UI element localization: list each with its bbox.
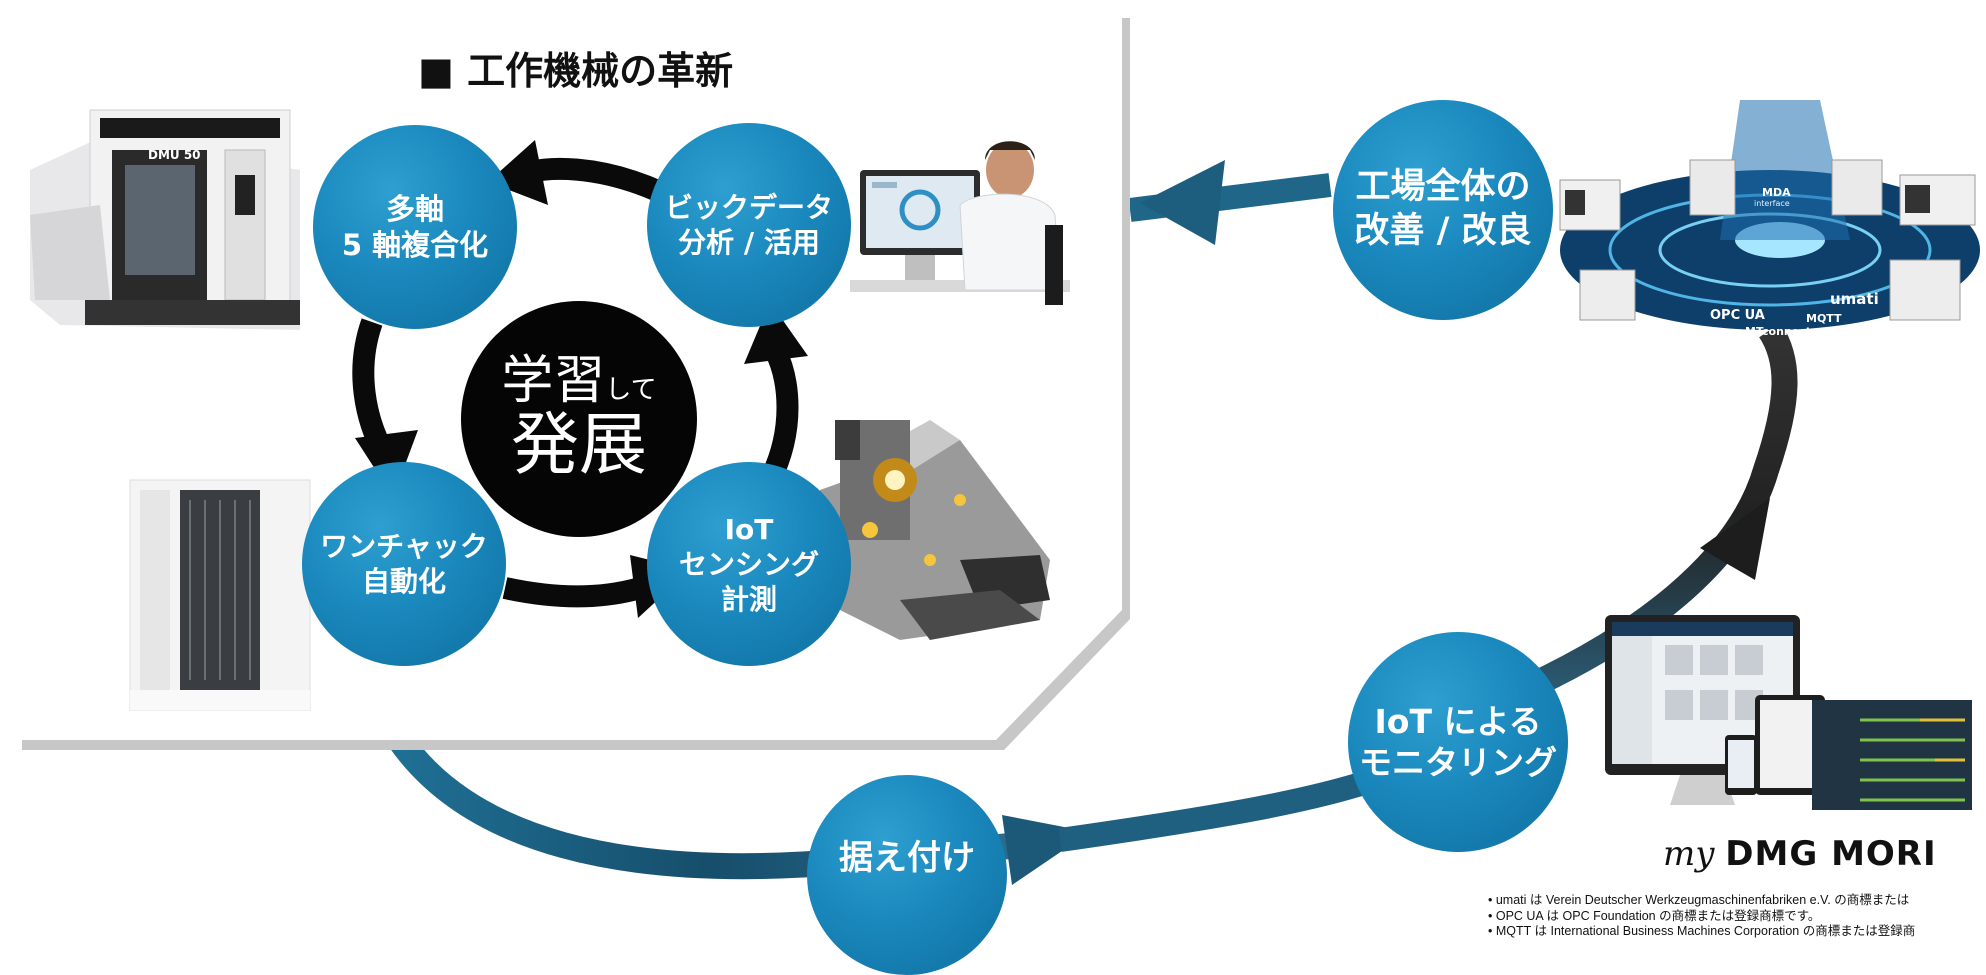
core-text-learn: 学習 <box>501 351 606 412</box>
learn-and-develop-circle: 学習して 発展 <box>461 301 697 537</box>
monitoring-flow-arc <box>1058 758 1405 852</box>
circle-iot-monitoring-line1: IoT による <box>1374 701 1542 741</box>
circle-big-data-line2: 分析 / 活用 <box>678 226 820 259</box>
circle-iot-sensing-line1: IoT <box>724 512 774 546</box>
circle-iot-monitoring-line2: モニタリング <box>1359 743 1557 782</box>
circle-one-chuck-line1: ワンチャック <box>320 530 488 563</box>
protocol-mqtt: MQTT <box>1806 312 1842 325</box>
factory-flow-arc <box>1494 322 1798 712</box>
circle-one-chuck: ワンチャック 自動化 <box>302 462 506 666</box>
protocol-opc-ua: OPC UA <box>1710 308 1765 323</box>
mda-sub-label: interface <box>1754 199 1790 208</box>
footnote-umati: • umati は Verein Deutscher Werkzeugmasch… <box>1488 893 1910 907</box>
footnote-mqtt: • MQTT は International Business Machines… <box>1488 924 1916 938</box>
logo-brand: DMG MORI <box>1725 834 1937 874</box>
core-text-develop: 発展 <box>510 405 647 485</box>
analyst-workstation-image <box>850 141 1070 305</box>
cycle-arrow-right <box>760 345 799 485</box>
circle-factory-line1: 工場全体の <box>1355 167 1531 208</box>
footnote-opcua: • OPC UA は OPC Foundation の商標または登録商標です。 <box>1488 908 1821 923</box>
logo-my: my <box>1663 834 1715 874</box>
core-text-shite: して <box>605 375 657 406</box>
mydmgmori-logo: my DMG MORI <box>1663 834 1937 874</box>
dmu50-label: DMU 50 <box>148 148 201 162</box>
circle-iot-sensing-line2: センシング <box>678 547 819 581</box>
circle-iot-sensing: IoT センシング 計測 <box>647 462 851 666</box>
dmu50-machine-image <box>30 109 300 330</box>
iot-machine-image <box>820 420 1050 640</box>
return-arrowhead <box>1140 160 1225 245</box>
factory-up-arrowhead <box>1700 498 1770 580</box>
circle-big-data-line1: ビックデータ <box>664 191 833 224</box>
trademark-footnotes: • umati は Verein Deutscher Werkzeugmasch… <box>1488 893 1986 940</box>
circle-factory-line2: 改善 / 改良 <box>1354 211 1532 251</box>
automation-cabinet-image <box>129 479 311 711</box>
mda-label: MDA <box>1762 186 1791 199</box>
circle-iot-sensing-line3: 計測 <box>720 582 777 616</box>
circle-big-data: ビックデータ 分析 / 活用 <box>647 123 851 327</box>
flow-diagram-graphics <box>22 18 1980 885</box>
cycle-arrowhead-right <box>744 302 808 364</box>
circle-iot-monitoring: IoT による モニタリング <box>1348 632 1568 852</box>
circle-multi-axis: 多軸 5 軸複合化 <box>313 125 517 329</box>
circle-one-chuck-line2: 自動化 <box>361 565 446 598</box>
circle-installation: 据え付け <box>807 775 1007 975</box>
circle-installation-line1: 据え付け <box>839 838 975 878</box>
circle-multi-axis-line2: 5 軸複合化 <box>341 228 489 262</box>
cycle-arrow-bottom <box>502 577 644 608</box>
factory-network-image <box>1559 100 1980 330</box>
protocol-mtconnect: MTconnect <box>1745 325 1811 338</box>
installation-flow-arc <box>389 732 1022 880</box>
protocol-umati: umati <box>1830 290 1879 308</box>
circle-multi-axis-line1: 多軸 <box>385 191 444 226</box>
cycle-arrowhead-top <box>488 140 548 205</box>
panel-title: ■ 工作機械の革新 <box>418 49 734 93</box>
mydmgmori-devices-image <box>1605 615 1972 810</box>
circle-factory-improvement: 工場全体の 改善 / 改良 <box>1333 100 1553 320</box>
